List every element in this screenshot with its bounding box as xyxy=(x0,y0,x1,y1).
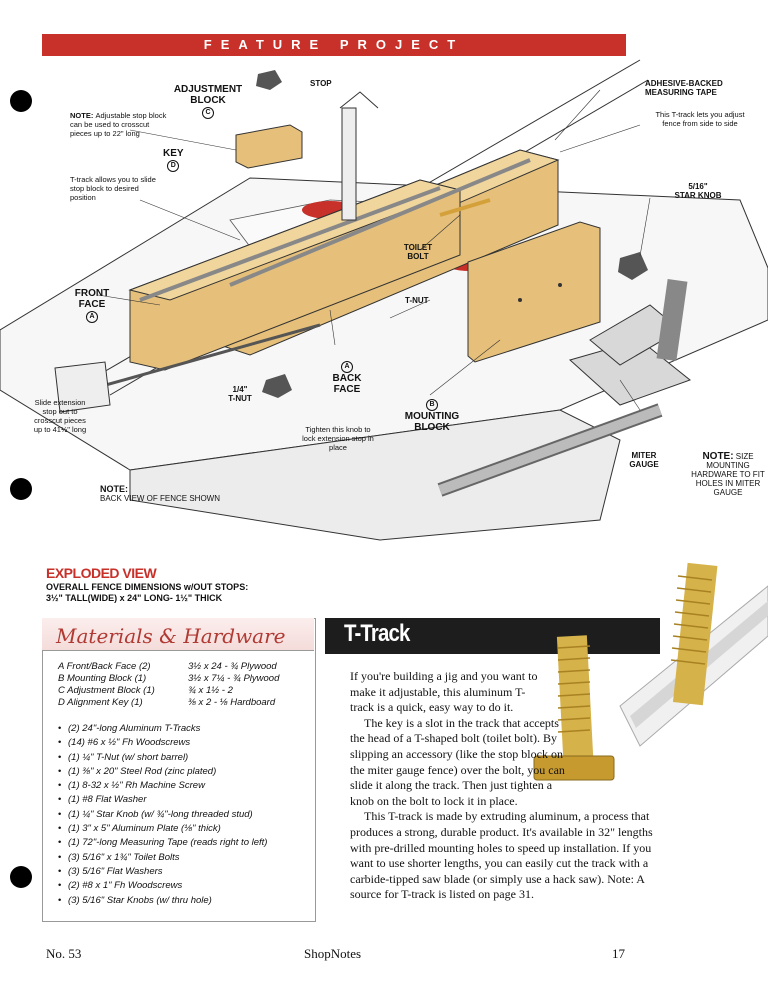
hardware-list: (2) 24"-long Aluminum T-Tracks (14) #6 x… xyxy=(58,722,313,908)
ttrack-paragraph: If you're building a jig and you want to… xyxy=(350,669,538,715)
size-hardware-note: NOTE: SIZE MOUNTING HARDWARE TO FIT HOLE… xyxy=(691,451,765,498)
ttrack-adjust-note: This T-track lets you adjust fence from … xyxy=(655,110,745,128)
back-view-note: NOTE:BACK VIEW OF FENCE SHOWN xyxy=(100,484,221,504)
stop-label: STOP xyxy=(310,79,332,88)
hardware-item: (3) 5/16" Flat Washers xyxy=(58,865,313,879)
slide-extension-note: Slide extension stop out to crosscut pie… xyxy=(33,398,87,434)
hardware-item: (2) 24"-long Aluminum T-Tracks xyxy=(58,722,313,736)
slide-note: T-track allows you to slide stop block t… xyxy=(70,175,156,202)
exploded-view-dimensions: OVERALL FENCE DIMENSIONS w/OUT STOPS:3½"… xyxy=(46,582,249,603)
binder-hole xyxy=(10,90,32,112)
hardware-item: (1) 3" x 5" Aluminum Plate (⅛" thick) xyxy=(58,822,313,836)
toilet-bolt-label: TOILET BOLT xyxy=(403,243,433,261)
tape-label: ADHESIVE-BACKED MEASURING TAPE xyxy=(645,79,723,97)
hardware-item: (1) ⅜" x 20" Steel Rod (zinc plated) xyxy=(58,765,313,779)
part-row: D Alignment Key (1)⅜ x 2 - ⅛ Hardboard xyxy=(58,697,276,708)
page-number: 17 xyxy=(612,946,625,961)
binder-hole xyxy=(10,478,32,500)
hardware-item: (1) ¼" T-Nut (w/ short barrel) xyxy=(58,751,313,765)
issue-number: No. 53 xyxy=(46,946,82,961)
stop-block-note: NOTE: Adjustable stop block can be used … xyxy=(70,111,167,138)
t-nut-top-label: T-NUT xyxy=(405,296,429,305)
hardware-item: (1) 8-32 x ½" Rh Machine Screw xyxy=(58,779,313,793)
ttrack-body: If you're building a jig and you want to… xyxy=(350,669,662,903)
materials-header xyxy=(42,618,314,651)
part-row: B Mounting Block (1)3½ x 7¼ - ¾ Plywood xyxy=(58,673,280,684)
binder-hole xyxy=(10,866,32,888)
star-knob-label: 5/16"STAR KNOB xyxy=(674,182,722,200)
quarter-t-nut-label: 1/4"T-NUT xyxy=(228,385,252,403)
exploded-view-illustration xyxy=(0,59,768,541)
miter-gauge-label: MITER GAUGE xyxy=(629,451,659,469)
ttrack-paragraph: This T-track is made by extruding alumin… xyxy=(350,809,653,902)
hardware-item: (3) 5/16" x 1¾" Toilet Bolts xyxy=(58,851,313,865)
materials-title: Materials & Hardware xyxy=(56,624,286,648)
ttrack-paragraph: The key is a slot in the track that acce… xyxy=(350,715,565,808)
parts-list: A Front/Back Face (2)3½ x 24 - ¾ Plywood… xyxy=(58,661,308,709)
hardware-item: (1) ¼" Star Knob (w/ ¾"-long threaded st… xyxy=(58,808,313,822)
hardware-item: (3) 5/16" Star Knobs (w/ thru hole) xyxy=(58,894,313,908)
part-row: C Adjustment Block (1)¾ x 1½ - 2 xyxy=(58,685,233,696)
ttrack-title: T-Track xyxy=(344,620,410,647)
hardware-item: (2) #8 x 1" Fh Woodscrews xyxy=(58,879,313,893)
magazine-name: ShopNotes xyxy=(304,946,362,961)
hardware-item: (14) #6 x ½" Fh Woodscrews xyxy=(58,736,313,750)
ttrack-header xyxy=(325,618,660,654)
ttrack-photo xyxy=(533,562,768,781)
feature-banner: FEATURE PROJECT xyxy=(42,34,626,56)
hardware-item: (1) 72"-long Measuring Tape (reads right… xyxy=(58,836,313,850)
hardware-item: (1) #8 Flat Washer xyxy=(58,793,313,807)
part-row: A Front/Back Face (2)3½ x 24 - ¾ Plywood xyxy=(58,661,277,672)
tighten-note: Tighten this knob to lock extension stop… xyxy=(302,425,374,452)
exploded-view-title: EXPLODED VIEW xyxy=(46,565,157,581)
